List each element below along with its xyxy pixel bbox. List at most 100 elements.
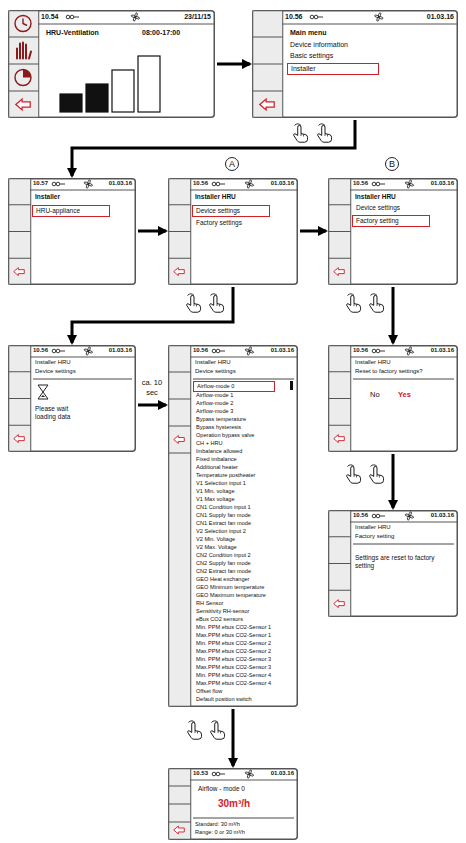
button-divider: [253, 64, 283, 65]
menu-item: eBus CO2 sensors: [196, 616, 289, 623]
menu-item: Max.PPM ebus CO2-Sensor 3: [196, 664, 289, 671]
button-divider: [169, 804, 191, 805]
screen-text: Standard: 30 m³/h: [195, 821, 295, 828]
screen-text: Airflow - mode 0: [198, 785, 293, 793]
link-icon: [212, 772, 216, 776]
link-icon: [314, 15, 318, 19]
link-icon: [70, 15, 74, 19]
header-time: 10.56: [285, 13, 315, 21]
header-time: 10.56: [193, 180, 223, 187]
button-divider: [329, 231, 351, 232]
header-date: 23/11/15: [169, 13, 211, 21]
screen-panel: 10.5601.03.16Installer HRUFactory settin…: [168, 178, 298, 285]
menu-item: CN1 Extract fan mode: [196, 520, 289, 527]
button-divider: [169, 786, 191, 787]
screen-text: Installer HRU: [355, 524, 450, 531]
menu-item: CN1 Condition input 1: [196, 504, 289, 511]
fan-icon: [248, 347, 251, 352]
link-icon: [216, 772, 220, 776]
button-divider: [9, 91, 39, 92]
screen-frame: [8, 345, 136, 452]
link-icon: [376, 182, 380, 186]
screen-outline: [9, 346, 136, 452]
screen-outline: [329, 346, 458, 452]
link-icon: [56, 182, 60, 186]
edge-label: ca. 10 sec: [137, 378, 167, 397]
flow-arrow: [138, 230, 166, 233]
fan-icon: [408, 180, 411, 185]
button-divider: [9, 64, 39, 65]
header-date: 01.03.16: [412, 512, 454, 519]
flow-arrow: [72, 120, 355, 176]
back-arrow: [174, 826, 185, 834]
separator-line: [193, 379, 294, 380]
button-divider: [9, 37, 39, 38]
header-time: 10.56: [33, 347, 63, 354]
back-arrow: [260, 99, 274, 110]
button-column: [329, 179, 351, 285]
screen-outline: [329, 511, 458, 617]
menu-item: Operation bypass valve: [196, 432, 289, 439]
screen-text: Device information: [290, 41, 440, 49]
link-icon: [380, 516, 385, 517]
link-icon: [372, 349, 376, 353]
separator-line: [33, 379, 132, 380]
screen-text: Device settings: [195, 368, 290, 375]
menu-item: Airflow-mode 1: [196, 392, 289, 399]
menu-item: Airflow-mode 3: [196, 408, 289, 415]
menu-item: Min. PPM ebus CO2-Sensor 4: [196, 672, 289, 679]
separator-line: [353, 379, 454, 380]
tap-gesture: [211, 721, 225, 739]
flow-arrow: [138, 404, 166, 407]
link-icon: [380, 184, 385, 185]
screen-panel: 10.5701.03.16InstallerHRU-appliance: [8, 178, 136, 285]
fan-icon: [378, 13, 381, 18]
header-date: 01.03.16: [90, 347, 132, 354]
timer-icon: [15, 70, 31, 86]
menu-item: V2 Selection input 2: [196, 528, 289, 535]
link-icon: [220, 184, 225, 185]
header-date: 01.03.16: [90, 180, 132, 187]
menu-item: GEO Maximum temperature: [196, 592, 289, 599]
screen-text: No: [370, 390, 390, 399]
flow-arrow: [232, 709, 235, 766]
screen-outline: [169, 346, 298, 707]
screen-text: 08:00-17:00: [142, 29, 208, 37]
screen-outline: [329, 179, 458, 285]
header-time: 10.56: [353, 512, 383, 519]
menu-item: Fixed imbalance: [196, 456, 289, 463]
menu-item: Offset flow: [196, 688, 289, 695]
menu-item: Min. PPM ebus CO2-Sensor 3: [196, 656, 289, 663]
fan-icon: [408, 347, 411, 352]
header-time: 10.56: [193, 347, 223, 354]
back-arrow: [334, 435, 345, 443]
header-line: [350, 357, 457, 358]
button-column: [169, 179, 191, 285]
menu-item: GEO Minimum temperature: [196, 584, 289, 591]
link-icon: [212, 182, 216, 186]
screen-frame: [328, 510, 458, 617]
button-column: [253, 11, 283, 118]
back-arrow: [14, 268, 25, 276]
header-line: [350, 522, 457, 523]
screen-text: Device settings: [35, 368, 130, 375]
screen-text: Basic settings: [290, 52, 440, 60]
screen-text: Device settings: [356, 204, 451, 212]
callout-letter: A: [229, 159, 235, 169]
header-time: 10.57: [33, 180, 63, 187]
link-icon: [372, 514, 376, 518]
button-column: [169, 346, 191, 707]
screen-text: Installer: [35, 193, 130, 201]
menu-item: Airflow-mode 0: [197, 383, 234, 389]
link-icon: [52, 182, 56, 186]
timer-icon: [23, 70, 31, 78]
menu-item: V2 Min. Voltage: [196, 536, 289, 543]
menu-item: Sensitivity RH-sensor: [196, 608, 289, 615]
menu-item: V1 Selection input 1: [196, 480, 289, 487]
flow-arrow: [72, 287, 233, 343]
button-divider: [329, 398, 351, 399]
screen-text: Main menu: [290, 29, 440, 37]
menu-item: CN2 Supply fan mode: [196, 560, 289, 567]
menu-item: V1 Max voltage: [196, 496, 289, 503]
screen-text: Reset to factory settings?: [355, 368, 455, 375]
